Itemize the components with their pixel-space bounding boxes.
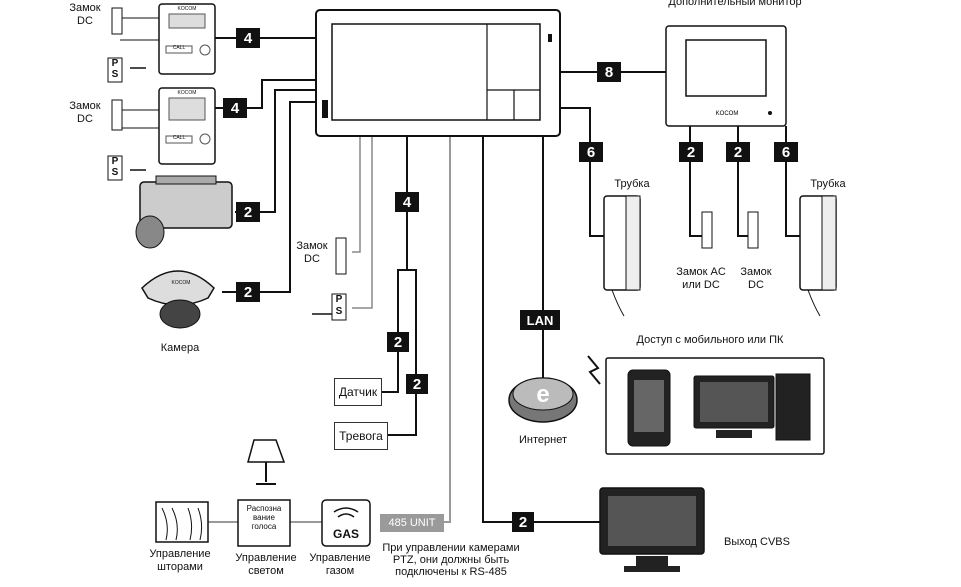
label-mobile-access: Доступ с мобильного или ПК [636,334,784,346]
label-lock-dc-3: Замок DC [296,240,328,265]
ps-2: P S [111,156,119,178]
door-station-1 [158,3,216,75]
tag-door2: 4 [223,98,247,118]
tag-door1: 4 [236,28,260,48]
voice-device [237,499,291,547]
tag-cvbs: 2 [512,512,534,532]
label-rs485-note: При управлении камерами PTZ, они должны … [382,542,520,578]
label-extra-monitor: Дополнительный монитор [668,0,802,8]
label-voice: Распозна вание голоса [246,504,282,531]
door-station-2 [158,87,216,165]
lock-unit-2 [107,99,146,181]
brand-label-2: KOCOM [177,90,197,96]
ps-3: P S [335,294,343,317]
ps-1: P S [111,58,119,80]
label-cvbs: Выход CVBS [724,536,790,548]
tag-lock-ac: 2 [679,142,703,162]
internet-icon: e [508,355,601,423]
lock-unit-3 [312,237,347,321]
dome-camera [141,270,215,329]
wire-lock-main-grey2 [352,136,361,253]
tag-monitor: 8 [597,62,621,82]
mobile-pc-panel [605,357,825,455]
tag-485-unit: 485 UNIT [380,514,444,532]
gas-device [321,499,371,547]
wire-lock2 [120,109,160,129]
lock-unit-1 [107,7,146,83]
wire-handset2 [785,126,800,237]
lock-ac-unit [701,211,713,249]
handset-1 [603,195,641,317]
box-camera [135,175,233,249]
label-handset-1: Трубка [614,178,650,190]
wire-alarm [385,269,417,436]
wires [120,17,800,523]
tag-cam-dome: 2 [236,282,260,302]
svg-text:e: e [536,381,549,408]
tag-sensor: 2 [387,332,409,352]
curtain-device [155,501,209,543]
label-internet: Интернет [519,434,567,446]
label-gas: Управление газом [309,552,371,577]
extra-monitor-brand: KOCOM [716,111,739,117]
tag-alarm: 2 [406,374,428,394]
label-handset-2: Трубка [810,178,846,190]
call-label-1: CALL [172,45,186,51]
tag-cam-box: 2 [236,202,260,222]
label-gas-word: GAS [332,527,359,541]
call-label-2: CALL [172,135,186,141]
tag-lan: LAN [520,310,560,330]
wire-handset1 [560,107,604,237]
tag-lock-dc: 2 [726,142,750,162]
extra-monitor: KOCOM [665,25,787,127]
wire-lock1 [120,17,160,41]
label-lock-dc-1: Замок DC [69,2,101,27]
label-lock-dc-2: Замок DC [69,100,101,125]
wire-lock-dc [737,126,748,237]
tag-lock: 4 [395,192,419,212]
label-lock-ac: Замок AC или DC [676,266,726,291]
wire-lock-main-grey [352,136,373,309]
main-monitor [315,9,561,137]
cvbs-monitor [599,487,705,572]
tag-handset2: 6 [774,142,798,162]
wire-sensor [380,136,408,393]
sensor-box: Датчик [334,378,382,406]
lamp-icon [247,439,286,485]
lock-dc-unit [747,211,759,249]
wire-cvbs [482,136,600,523]
label-lighting: Управление светом [235,552,297,577]
label-curtains: Управление шторами [149,548,211,573]
brand-label-1: KOCOM [177,6,197,12]
wire-lock-ac [689,126,702,237]
handset-2 [799,195,837,317]
tag-handset1: 6 [579,142,603,162]
alarm-box: Тревога [334,422,388,450]
label-lock-dc-4: Замок DC [740,266,772,291]
label-camera: Камера [160,342,200,354]
brand-label-dome: KOCOM [171,280,191,286]
